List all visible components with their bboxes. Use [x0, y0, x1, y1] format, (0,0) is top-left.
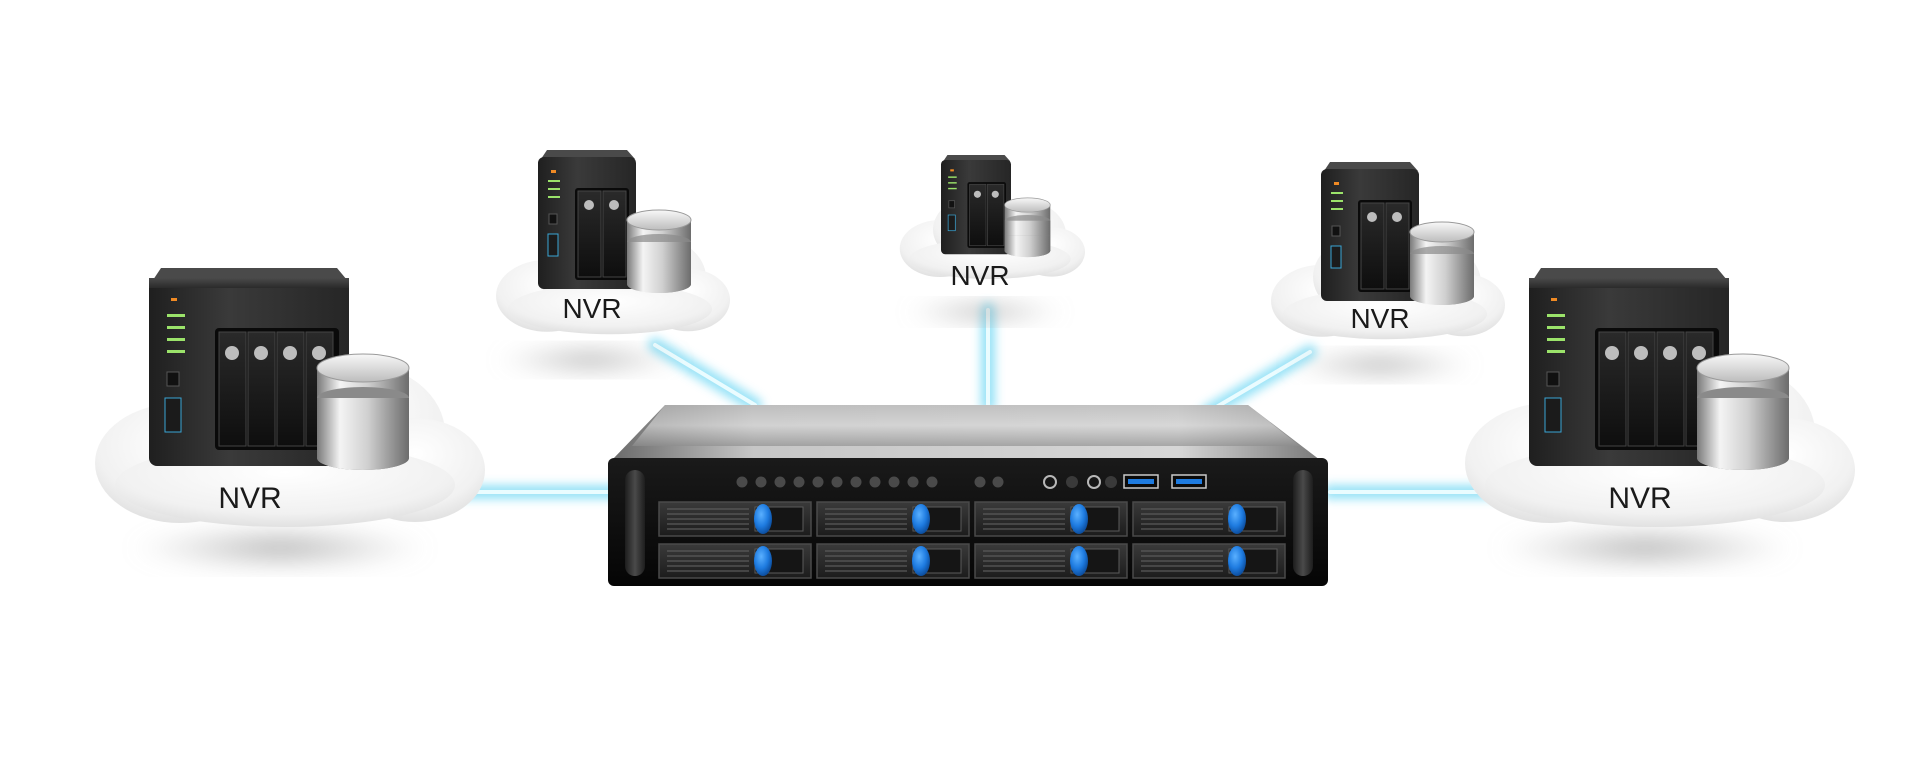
nvr-node-5: NVR	[1465, 267, 1855, 572]
nas-with-database-icon	[1320, 161, 1475, 306]
nas-with-database-icon	[148, 267, 410, 471]
status-led	[888, 476, 900, 488]
drive-bay	[816, 501, 970, 537]
status-led	[850, 476, 862, 488]
nvr-label: NVR	[1350, 303, 1409, 334]
status-led	[974, 476, 986, 488]
status-led	[774, 476, 786, 488]
nas-with-database-icon	[940, 154, 1051, 258]
drive-bay	[658, 543, 812, 579]
nvr-node-3: NVR	[899, 154, 1085, 325]
front-led-row	[736, 476, 1004, 488]
rack-handle-left	[625, 470, 645, 576]
status-led	[869, 476, 881, 488]
nvr-node-1: NVR	[95, 267, 485, 572]
status-led	[992, 476, 1004, 488]
drive-bay-grid	[658, 501, 1286, 579]
drive-latch-icon	[1228, 546, 1246, 576]
drive-bay	[1132, 543, 1286, 579]
drive-bay	[1132, 501, 1286, 537]
power-button-icon	[1043, 475, 1117, 489]
drive-latch-icon	[754, 546, 772, 576]
drive-latch-icon	[1070, 504, 1088, 534]
drive-bay	[974, 501, 1128, 537]
nvr-label: NVR	[562, 293, 621, 324]
rack-handle-right	[1293, 470, 1313, 576]
status-led	[831, 476, 843, 488]
nvr-label: NVR	[950, 260, 1009, 291]
status-led	[812, 476, 824, 488]
status-led	[755, 476, 767, 488]
usb-port-icon	[1171, 474, 1207, 489]
drive-bay	[658, 501, 812, 537]
nvr-label: NVR	[218, 482, 281, 515]
drive-bay	[974, 543, 1128, 579]
drive-latch-icon	[754, 504, 772, 534]
nvr-node-2: NVR	[495, 149, 730, 376]
usb-port-icon	[1123, 474, 1159, 489]
central-rack-server	[608, 405, 1328, 586]
nas-with-database-icon	[537, 149, 692, 294]
status-led	[736, 476, 748, 488]
nvr-label: NVR	[1608, 482, 1671, 515]
nas-with-database-icon	[1528, 267, 1790, 471]
status-led	[907, 476, 919, 488]
status-led	[793, 476, 805, 488]
drive-latch-icon	[912, 546, 930, 576]
drive-bay	[816, 543, 970, 579]
drive-latch-icon	[912, 504, 930, 534]
drive-latch-icon	[1228, 504, 1246, 534]
nvr-node-4: NVR	[1271, 161, 1505, 381]
usb-port-row	[1123, 474, 1207, 489]
status-led	[926, 476, 938, 488]
drive-latch-icon	[1070, 546, 1088, 576]
